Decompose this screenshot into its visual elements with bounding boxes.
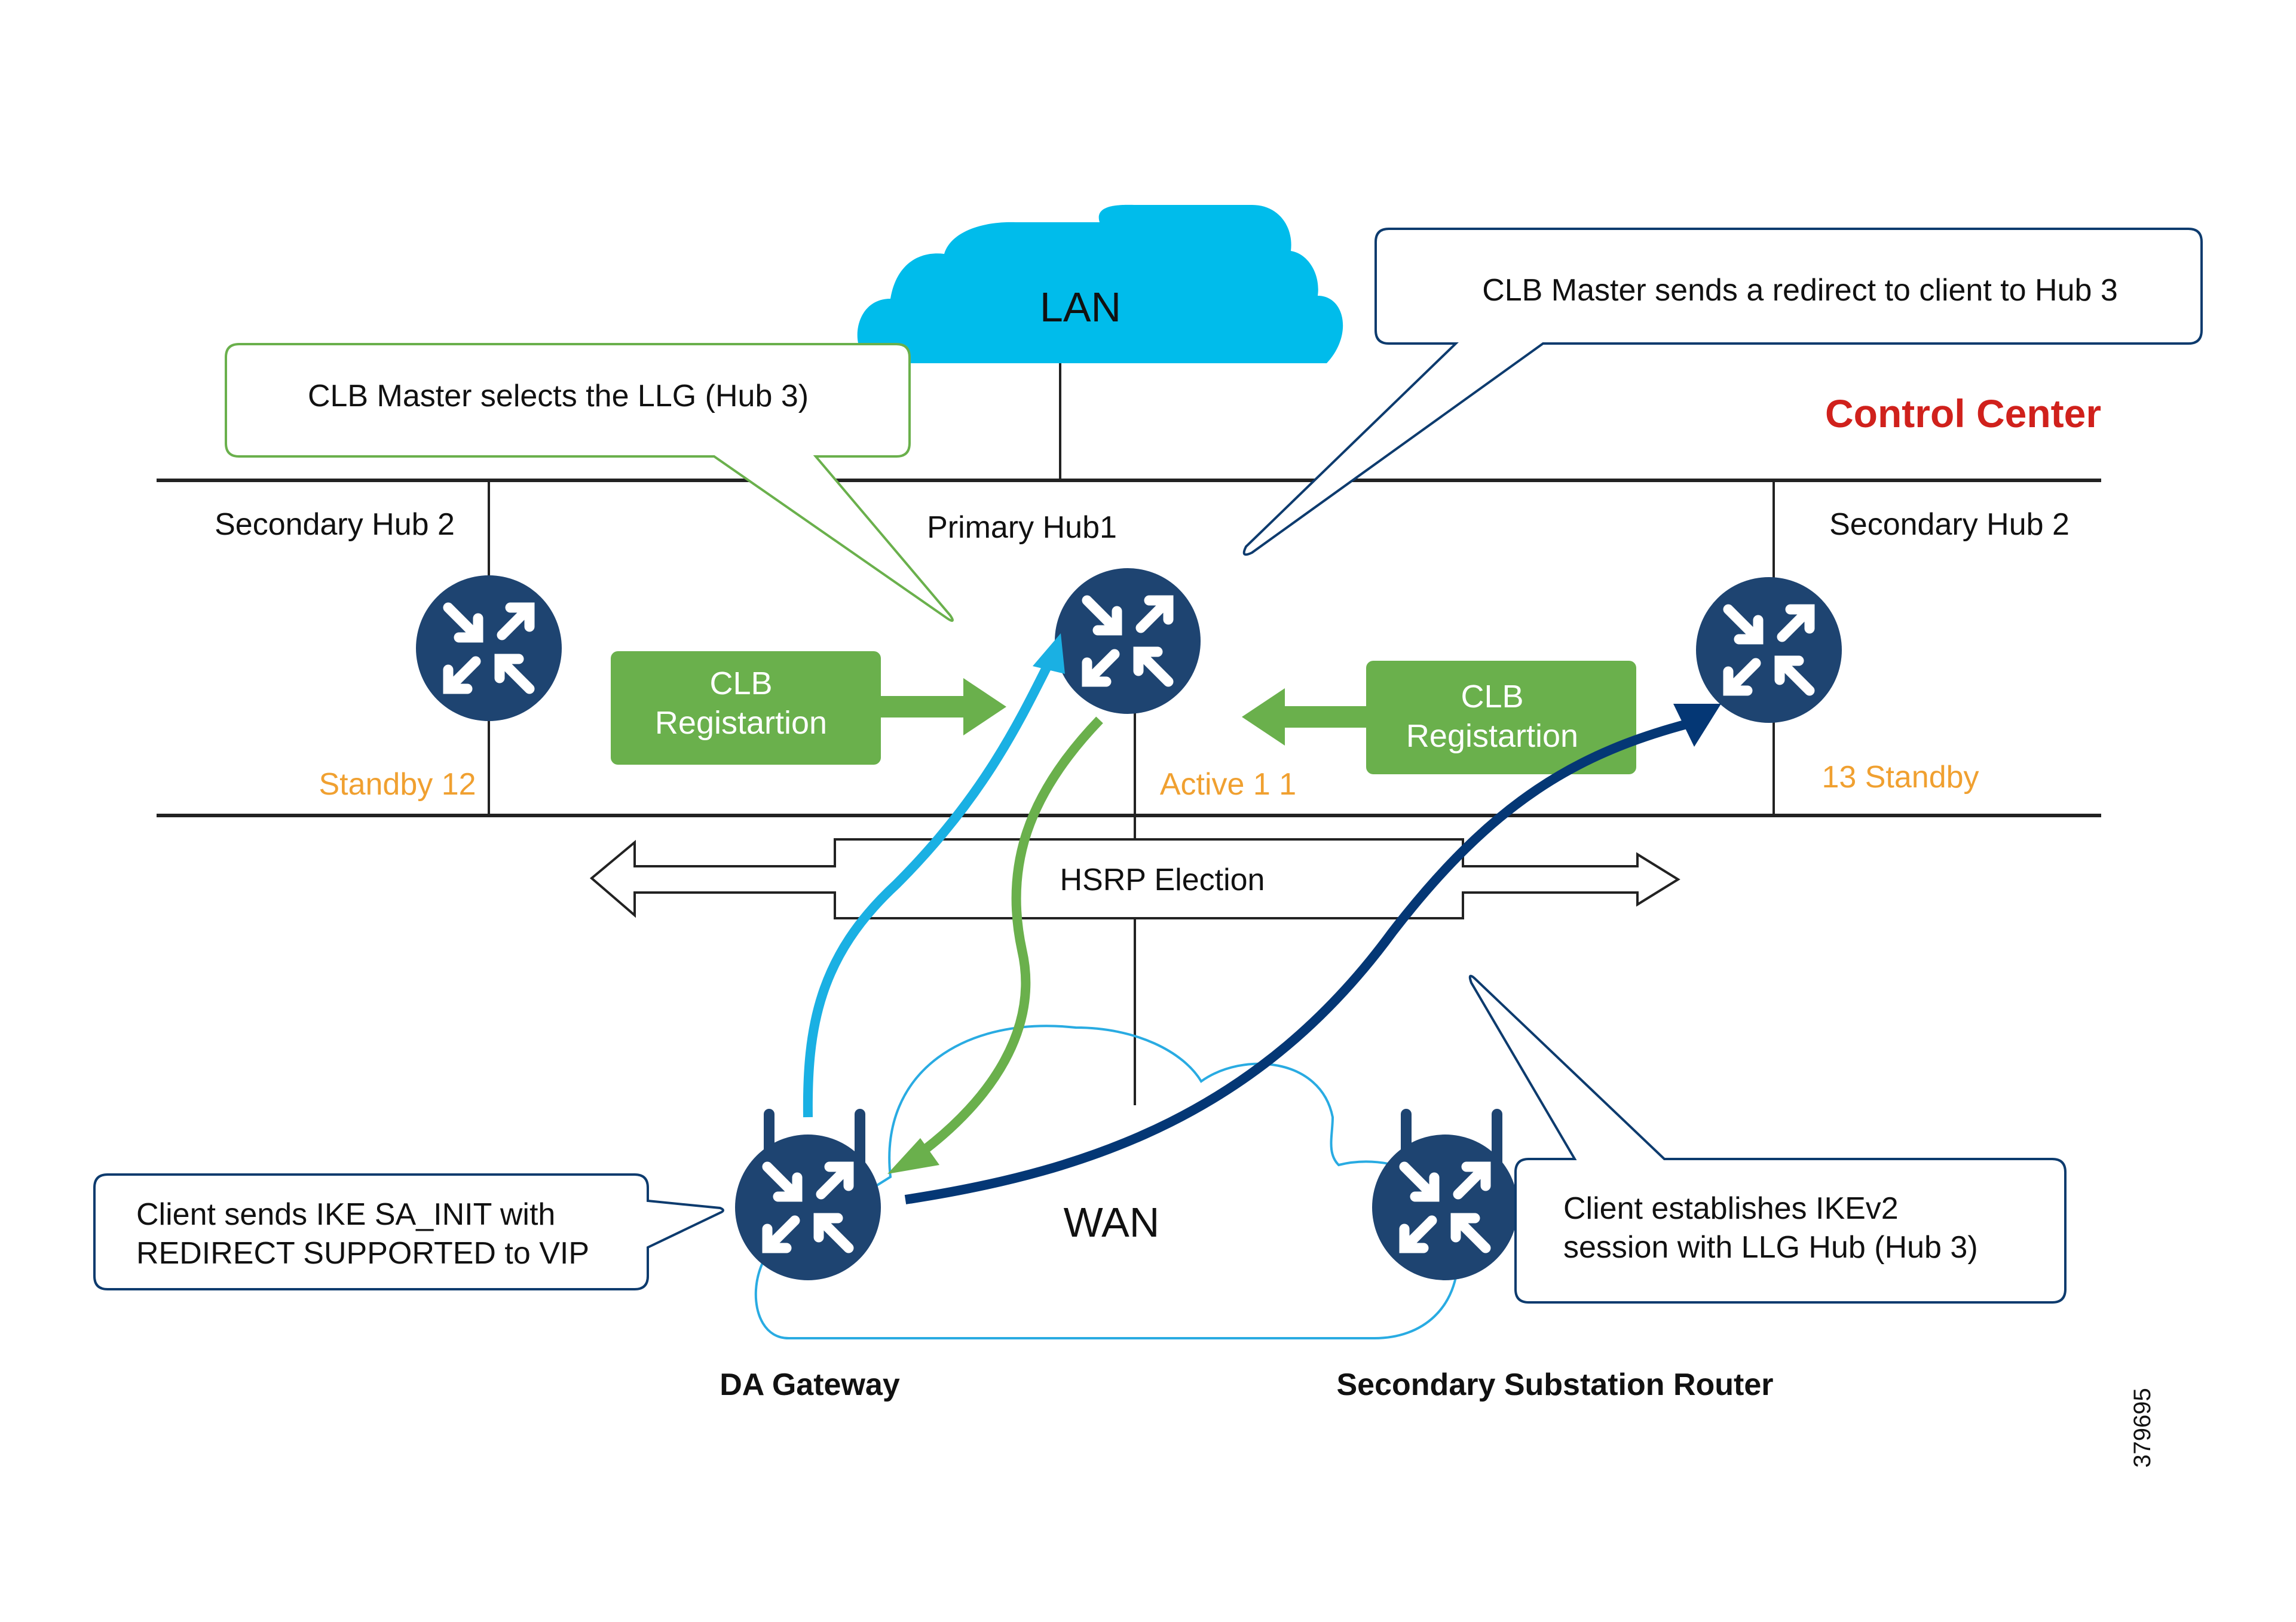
da-gateway-router	[735, 1109, 881, 1280]
right-hub-router	[1696, 577, 1842, 723]
callout-shape	[93, 1173, 724, 1290]
figure-id: 379695	[2129, 1388, 2156, 1467]
router-body	[1696, 577, 1842, 723]
callout-shape	[1468, 974, 2067, 1304]
callout-redirect: CLB Master sends a redirect to client to…	[1242, 228, 2203, 556]
callout-client-init: Client sends IKE SA_INIT with REDIRECT S…	[93, 1173, 724, 1290]
dark-blue-flow-arrow	[904, 704, 1721, 1204]
substation-label: Secondary Substation Router	[1337, 1367, 1774, 1402]
right-arrow-icon	[881, 678, 1006, 735]
da-gateway-label: DA Gateway	[720, 1367, 900, 1402]
callout-text-line-1: Client establishes IKEv2	[1563, 1191, 1899, 1226]
double-arrow-shape	[589, 838, 1680, 919]
lan-cloud-shape	[857, 204, 1343, 363]
green-flow-arrow	[887, 716, 1103, 1174]
left-hub-status: Standby 12	[319, 767, 476, 802]
left-arrow-icon	[1242, 688, 1367, 746]
callout-client-establish: Client establishes IKEv2 session with LL…	[1468, 974, 2067, 1304]
right-hub-name: Secondary Hub 2	[1829, 507, 2070, 542]
registration-box	[1366, 661, 1636, 774]
lan-label: LAN	[1040, 284, 1121, 330]
callout-text: CLB Master sends a redirect to client to…	[1482, 273, 2118, 308]
router-body	[416, 575, 562, 721]
callout-select-llg: CLB Master selects the LLG (Hub 3)	[225, 343, 954, 622]
callout-text-line-1: Client sends IKE SA_INIT with	[136, 1197, 555, 1232]
left-hub-router	[416, 575, 562, 721]
center-hub-name: Primary Hub1	[927, 510, 1117, 545]
registration-line-2: Registartion	[1406, 718, 1578, 754]
control-center-label: Control Center	[1825, 391, 2101, 436]
router-body	[1055, 568, 1201, 714]
substation-router	[1372, 1109, 1518, 1280]
right-clb-registration: CLB Registartion	[1242, 661, 1636, 774]
callout-shape	[225, 343, 954, 622]
primary-hub-router	[1055, 568, 1201, 714]
registration-line-2: Registartion	[655, 705, 827, 741]
left-clb-registration: CLB Registartion	[611, 651, 1006, 765]
router-body	[735, 1135, 881, 1280]
center-hub-status: Active 1 1	[1160, 767, 1296, 802]
right-hub-status: 13 Standby	[1822, 760, 1979, 795]
callout-shape	[1242, 228, 2203, 556]
hsrp-election-arrow: HSRP Election	[589, 838, 1680, 919]
callout-text-line-2: session with LLG Hub (Hub 3)	[1563, 1230, 1978, 1265]
left-hub-name: Secondary Hub 2	[215, 507, 455, 542]
registration-box	[611, 651, 881, 765]
registration-line-1: CLB	[709, 666, 772, 701]
light-blue-flow-arrow	[803, 633, 1065, 1118]
hsrp-label: HSRP Election	[1060, 863, 1265, 897]
callout-text: CLB Master selects the LLG (Hub 3)	[308, 379, 809, 413]
lan-cloud: LAN	[857, 204, 1343, 363]
wan-label: WAN	[1064, 1199, 1160, 1246]
router-body	[1372, 1135, 1518, 1280]
registration-line-1: CLB	[1461, 679, 1523, 715]
callout-text-line-2: REDIRECT SUPPORTED to VIP	[136, 1236, 589, 1271]
